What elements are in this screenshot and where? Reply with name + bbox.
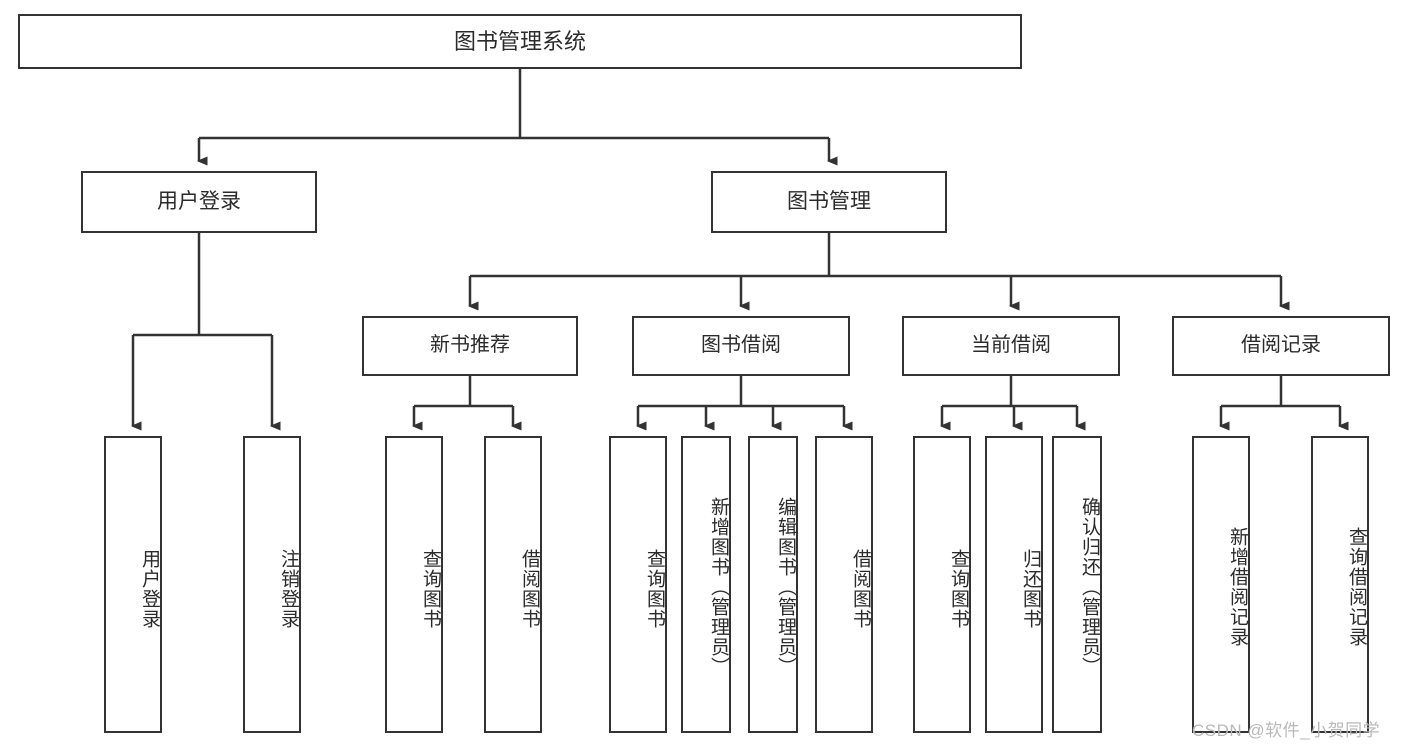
node-root[interactable]: 图书管理系统 (18, 14, 1022, 69)
leaf-add-book-admin[interactable]: 新增图书（管理员） (681, 436, 731, 733)
leaf-borrow-book[interactable]: 借阅图书 (815, 436, 873, 733)
node-label: 图书借阅 (701, 334, 781, 357)
leaf-query-borrow-record[interactable]: 查询借阅记录 (1311, 436, 1369, 733)
node-label: 用户登录 (157, 189, 241, 213)
leaf-add-borrow-record[interactable]: 新增借阅记录 (1192, 436, 1250, 733)
csdn-watermark: CSDN @软件_小贺同学 (1192, 721, 1381, 740)
node-label: 用户登录 (139, 548, 160, 629)
node-label: 新增图书（管理员） (708, 496, 729, 677)
leaf-return-book[interactable]: 归还图书 (985, 436, 1043, 733)
leaf-confirm-return-admin[interactable]: 确认归还（管理员） (1052, 436, 1102, 733)
node-label: 当前借阅 (971, 334, 1051, 357)
node-label: 图书管理 (787, 189, 871, 213)
node-label: 借阅记录 (1241, 334, 1321, 357)
leaf-query-book-borrow[interactable]: 查询图书 (609, 436, 667, 733)
leaf-query-book-current[interactable]: 查询图书 (913, 436, 971, 733)
node-borrow-record[interactable]: 借阅记录 (1172, 316, 1390, 376)
node-current-borrow[interactable]: 当前借阅 (902, 316, 1120, 376)
leaf-edit-book-admin[interactable]: 编辑图书（管理员） (748, 436, 798, 733)
node-label: 新书推荐 (430, 334, 510, 357)
node-label: 查询图书 (420, 548, 441, 629)
node-label: 查询图书 (644, 548, 665, 629)
node-label: 借阅图书 (519, 548, 540, 629)
node-label: 编辑图书（管理员） (775, 496, 796, 677)
node-new-book-recommend[interactable]: 新书推荐 (362, 316, 578, 376)
node-book-management[interactable]: 图书管理 (711, 171, 947, 233)
node-label: 归还图书 (1020, 548, 1041, 629)
node-label: 借阅图书 (850, 548, 871, 629)
node-label: 注销登录 (278, 548, 299, 629)
node-book-borrow[interactable]: 图书借阅 (632, 316, 850, 376)
leaf-borrow-book-recommend[interactable]: 借阅图书 (484, 436, 542, 733)
leaf-query-book-recommend[interactable]: 查询图书 (385, 436, 443, 733)
node-user-login[interactable]: 用户登录 (81, 171, 317, 233)
node-label: 图书管理系统 (453, 28, 586, 54)
leaf-user-login[interactable]: 用户登录 (104, 436, 162, 733)
node-label: 确认归还（管理员） (1079, 496, 1100, 677)
node-label: 查询借阅记录 (1346, 526, 1367, 647)
node-label: 新增借阅记录 (1227, 526, 1248, 647)
leaf-logout[interactable]: 注销登录 (243, 436, 301, 733)
node-label: 查询图书 (948, 548, 969, 629)
